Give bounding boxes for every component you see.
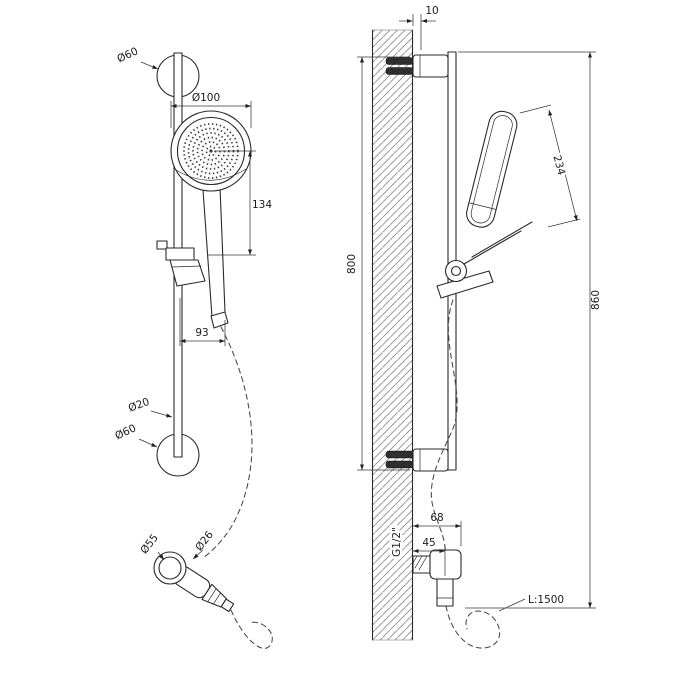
dim-holder-offset — [179, 298, 226, 346]
bottom-bracket-side — [385, 448, 449, 472]
leader-rail-diameter — [150, 410, 173, 418]
side-view: 10 800 860 — [344, 5, 602, 649]
dim-label-hose-length: L:1500 — [528, 594, 564, 606]
wall-section — [371, 29, 414, 641]
dim-outlet-center — [413, 546, 446, 576]
leader-top-bracket — [140, 61, 159, 70]
dim-label-handshower-length: 234 — [551, 154, 568, 177]
dim-label-bottom-bracket: Ø60 — [113, 422, 138, 442]
dim-label-wall-gap: 10 — [425, 5, 438, 17]
dim-outlet-depth — [413, 521, 462, 546]
dim-label-outlet-center: 45 — [422, 537, 435, 549]
hose-side-loop — [445, 605, 501, 649]
wall-supply-front — [153, 551, 235, 613]
holder-wedge — [436, 270, 494, 299]
dim-label-supply-flange: Ø55 — [138, 532, 161, 556]
dim-label-top-bracket: Ø60 — [115, 45, 140, 65]
bottom-bracket-screw-upper — [385, 450, 414, 459]
hose-side-upper — [430, 299, 458, 557]
hose-front-loop — [230, 609, 273, 649]
leader-supply-flange — [157, 551, 165, 561]
dim-label-rail-diameter: Ø20 — [127, 396, 151, 415]
dim-wall-gap — [399, 14, 436, 50]
handle-edge-right — [219, 186, 226, 313]
dim-label-thread-size: G1/2" — [391, 527, 403, 557]
dim-label-holder-offset: 93 — [195, 327, 208, 339]
wall-supply-side — [412, 549, 462, 607]
dim-head-diameter — [170, 101, 252, 128]
hand-shower-front — [170, 110, 252, 329]
dim-label-head-diameter: Ø100 — [192, 92, 220, 104]
hose-front-upper — [202, 326, 253, 559]
leader-bottom-bracket — [138, 438, 158, 448]
leader-supply-outlet — [192, 549, 204, 560]
dim-label-overall-height: 860 — [590, 290, 602, 310]
top-bracket-screw-lower — [385, 67, 414, 75]
top-bracket-side — [385, 54, 449, 78]
slider-bracket — [156, 240, 206, 287]
supply-body — [429, 549, 462, 580]
dim-handshower-length — [519, 104, 581, 228]
dim-label-outlet-depth: 68 — [430, 512, 443, 524]
hose-nut — [210, 311, 229, 329]
bottom-bracket-screw-lower — [385, 460, 414, 469]
top-bracket-screw-upper — [385, 57, 414, 65]
front-view: Ø100 134 93 Ø60 Ø20 Ø60 — [113, 45, 273, 649]
dim-label-head-offset: 134 — [252, 199, 272, 211]
hand-shower-side — [436, 110, 533, 299]
leader-hose-length — [498, 598, 526, 612]
dim-overall-height — [458, 51, 596, 609]
wall-hatch — [372, 30, 413, 640]
supply-outlet-pipe — [436, 578, 454, 607]
head-profile — [466, 110, 518, 228]
slider-knob — [444, 259, 468, 283]
dim-label-rail-length: 800 — [346, 254, 358, 274]
handle-side-lower — [463, 230, 522, 265]
dim-head-offset — [207, 150, 256, 256]
handle-edge-left — [202, 189, 213, 318]
handle-side-upper — [471, 221, 533, 258]
dim-rail-length — [357, 56, 410, 471]
